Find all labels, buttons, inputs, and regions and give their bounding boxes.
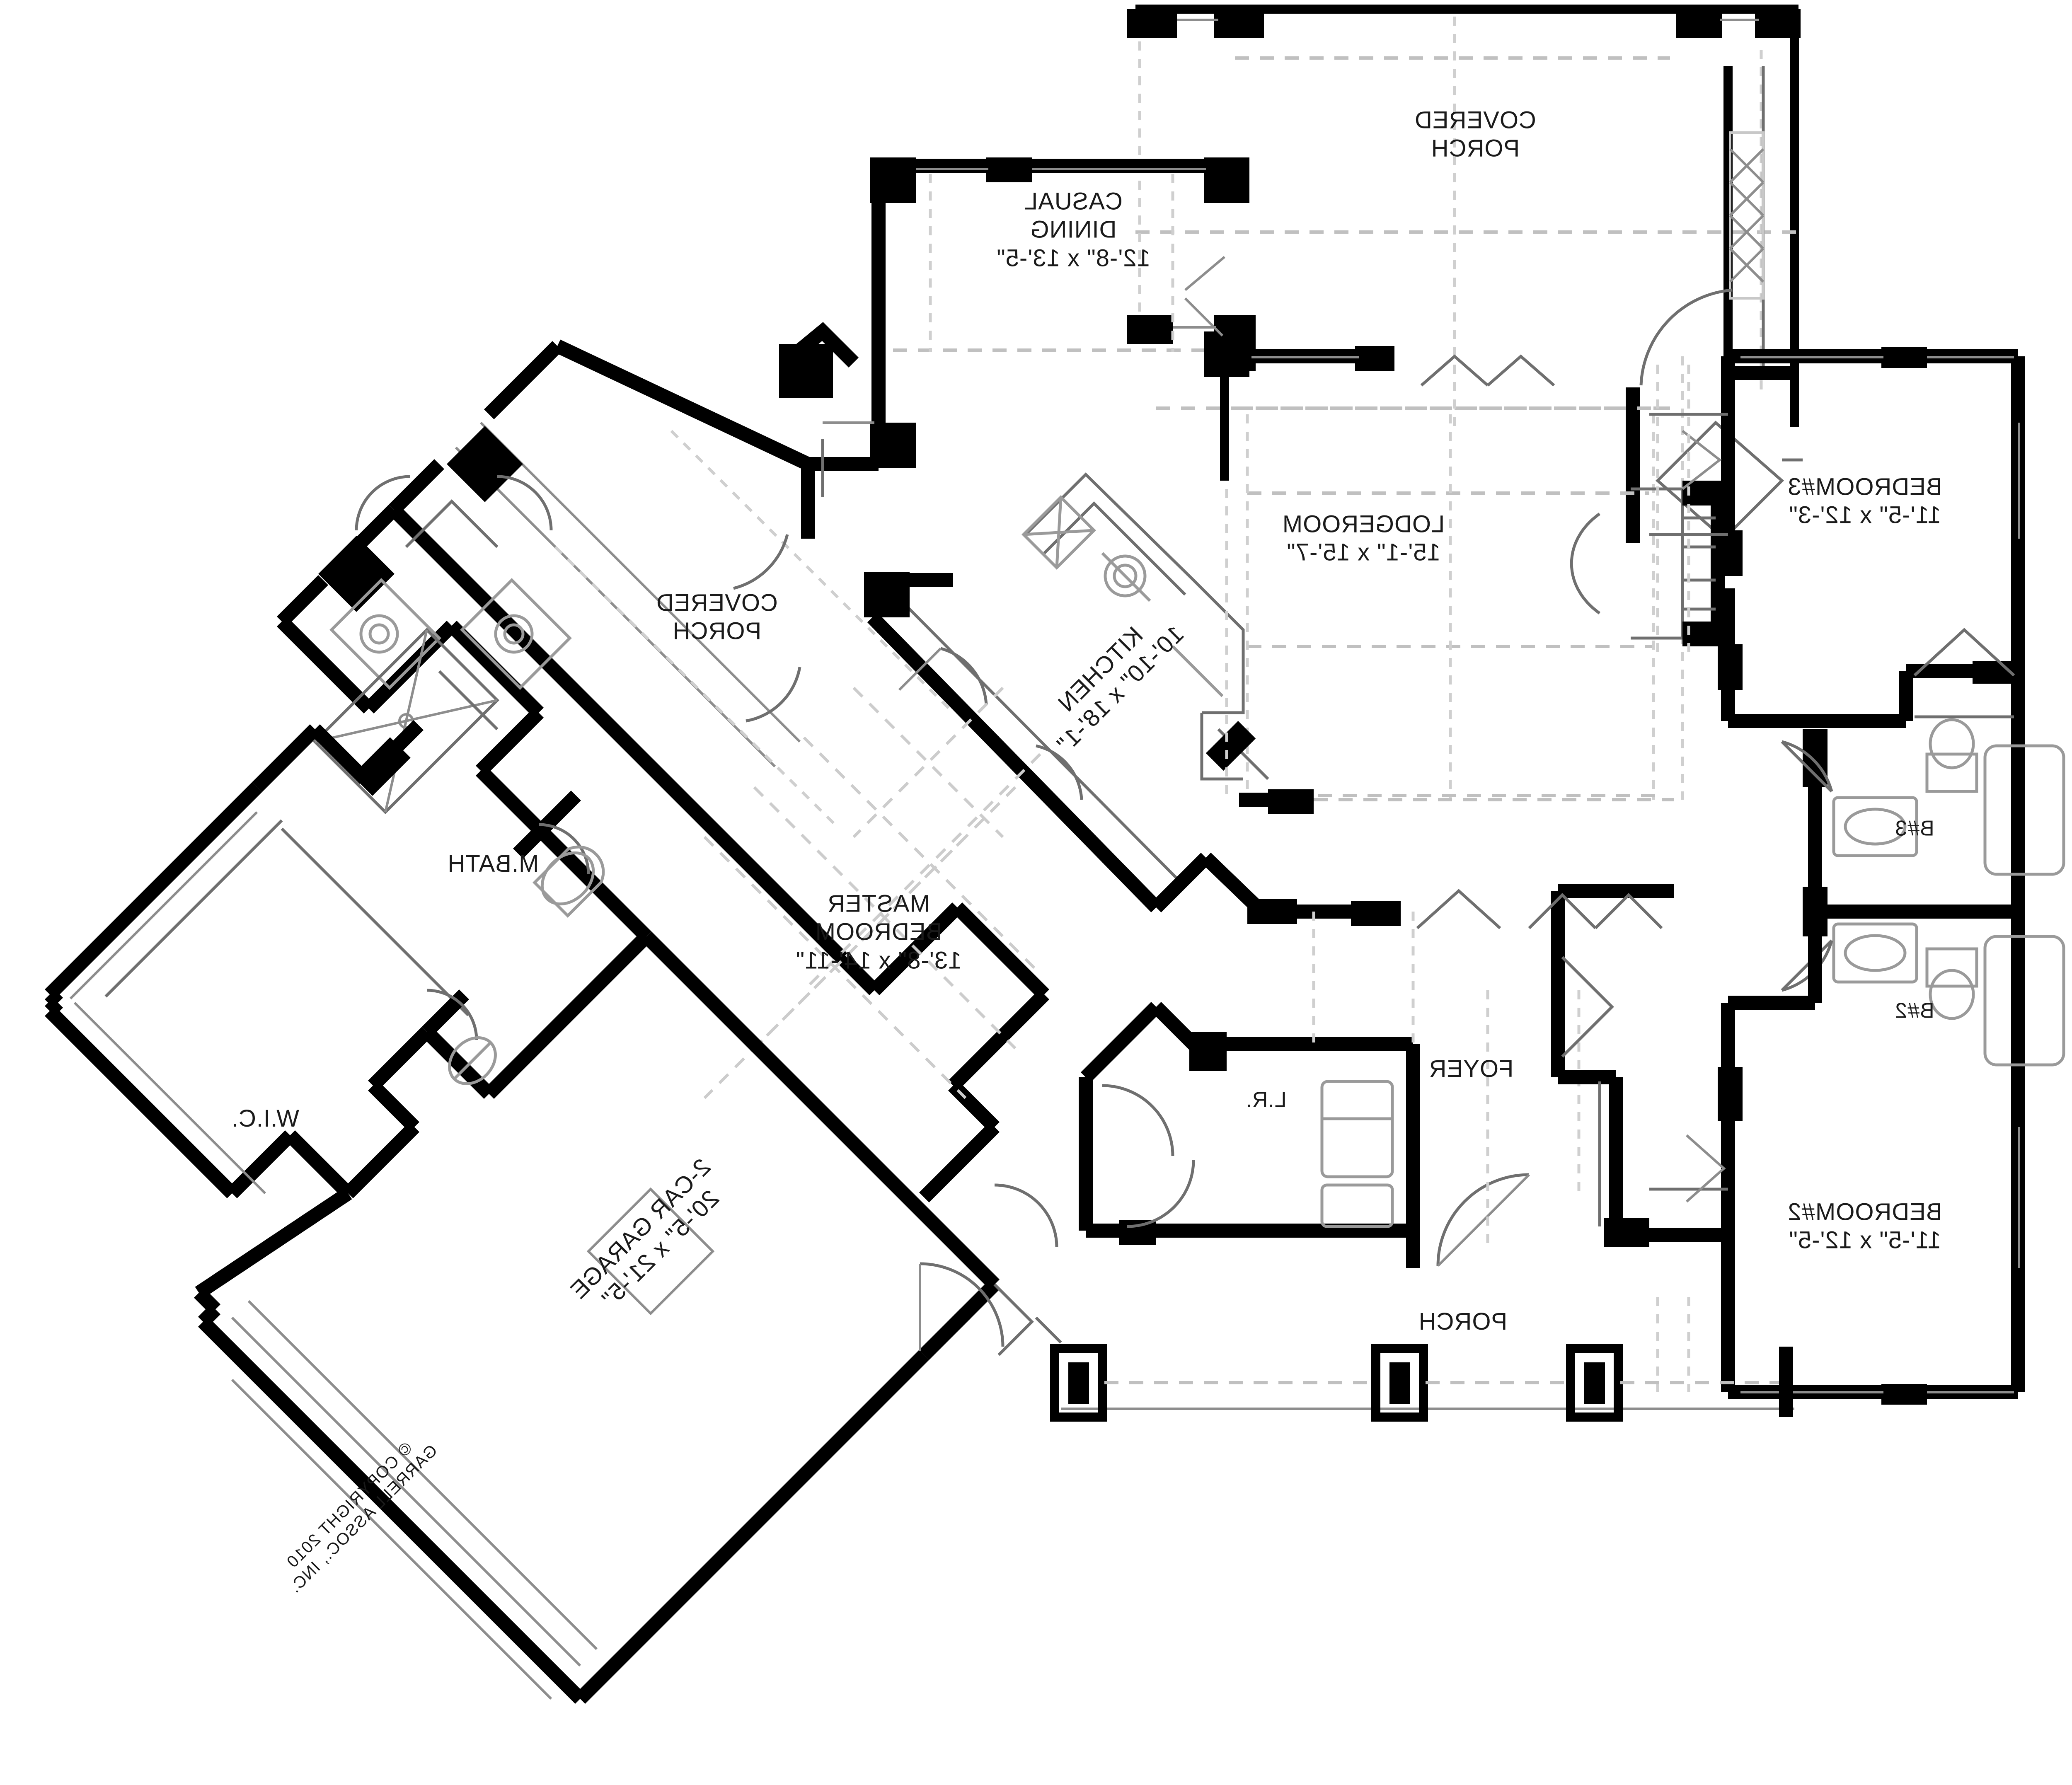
room-name: M.BATH	[447, 850, 539, 877]
room-dimensions: 11'-5" x 12'-3"	[1789, 502, 1941, 529]
room-label-walk-in-closet: W.I.C.	[231, 1105, 299, 1133]
room-label-laundry-room: L.R.	[1245, 1087, 1286, 1113]
room-label-master-bath: M.BATH	[448, 850, 539, 878]
room-name: BEDROOM#3	[1787, 473, 1942, 501]
room-name: COVERED	[1414, 106, 1536, 134]
casual-dining-walls	[801, 157, 1394, 539]
room-name: B#3	[1895, 816, 1934, 841]
room-name: FOYER	[1428, 1055, 1514, 1082]
room-label-lodgeroom: LODGEROOM 15'-1" x 15'-7"	[1282, 510, 1445, 567]
misc-detail-lines	[1225, 489, 1501, 1044]
room-name: MASTER	[827, 890, 930, 917]
room-label-casual-dining: CASUAL DINING 12'-8" x 13'-5"	[996, 187, 1150, 272]
room-label-bedroom-2: BEDROOM#2 11'-5" x 12'-5"	[1787, 1198, 1942, 1255]
room-label-bath-2: B#2	[1895, 998, 1934, 1023]
room-name: CASUAL	[1024, 188, 1123, 215]
room-label-bedroom-3: BEDROOM#3 11'-5" x 12'-3"	[1787, 473, 1942, 530]
room-name-2: PORCH	[1431, 135, 1520, 162]
master-suite-walls	[44, 475, 1050, 1203]
right-wing-walls	[1649, 347, 2065, 1405]
room-label-front-porch: PORCH	[1418, 1308, 1507, 1336]
room-label-covered-porch-side: COVERED PORCH	[656, 589, 778, 646]
room-name: W.I.C.	[231, 1105, 299, 1132]
room-name-2: PORCH	[672, 618, 762, 645]
room-label-foyer: FOYER	[1429, 1055, 1514, 1083]
room-dimensions: 13'-8" x 14'-11"	[795, 947, 962, 974]
room-name: BEDROOM#2	[1787, 1198, 1942, 1226]
room-label-covered-porch-rear: COVERED PORCH	[1414, 106, 1536, 163]
room-label-bath-3: B#3	[1895, 816, 1934, 841]
lodgeroom-area	[1239, 354, 1725, 953]
kitchen-walls	[864, 472, 1401, 926]
room-name: B#2	[1895, 999, 1934, 1023]
room-name: PORCH	[1418, 1308, 1508, 1335]
room-name: COVERED	[656, 589, 778, 617]
room-dimensions: 12'-8" x 13'-5"	[996, 244, 1150, 272]
room-name-2: BEDROOM	[815, 918, 942, 946]
room-name: LODGEROOM	[1282, 510, 1445, 538]
room-dimensions: 11'-5" x 12'-5"	[1789, 1227, 1941, 1254]
garage-walls	[194, 931, 1058, 1704]
laundry-foyer-walls	[1079, 953, 1699, 1268]
rear-covered-porch-walls	[1127, 5, 1803, 543]
room-label-master-bedroom: MASTER BEDROOM 13'-8" x 14'-11"	[796, 890, 962, 975]
room-name-2: DINING	[1030, 216, 1117, 243]
room-name: L.R.	[1245, 1088, 1287, 1112]
front-porch	[993, 1283, 1794, 1422]
side-covered-porch	[388, 322, 950, 826]
room-dimensions: 15'-1" x 15'-7"	[1286, 539, 1440, 566]
